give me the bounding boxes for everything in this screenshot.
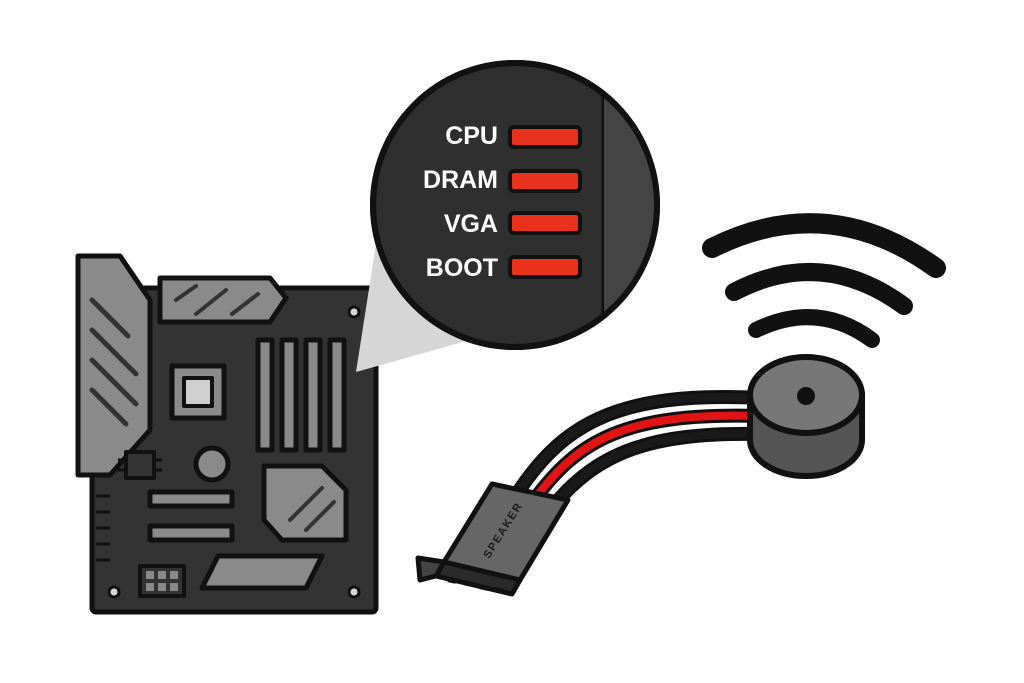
buzzer-speaker-icon <box>747 354 865 479</box>
led-label-dram: DRAM <box>423 166 498 194</box>
led-list: CPU DRAM VGA BOOT <box>423 122 582 282</box>
led-cpu <box>508 125 582 149</box>
led-label-vga: VGA <box>444 210 498 238</box>
led-dram <box>508 169 582 193</box>
led-label-boot: BOOT <box>426 254 498 282</box>
speaker-wires <box>511 390 767 517</box>
led-label-cpu: CPU <box>445 122 498 150</box>
led-vga <box>508 211 582 235</box>
motherboard-icon <box>75 253 379 615</box>
led-boot <box>508 255 582 279</box>
speaker-connector: SPEAKER <box>415 481 571 597</box>
magnifier-callout <box>356 60 660 372</box>
sound-wave-icon <box>702 213 946 348</box>
